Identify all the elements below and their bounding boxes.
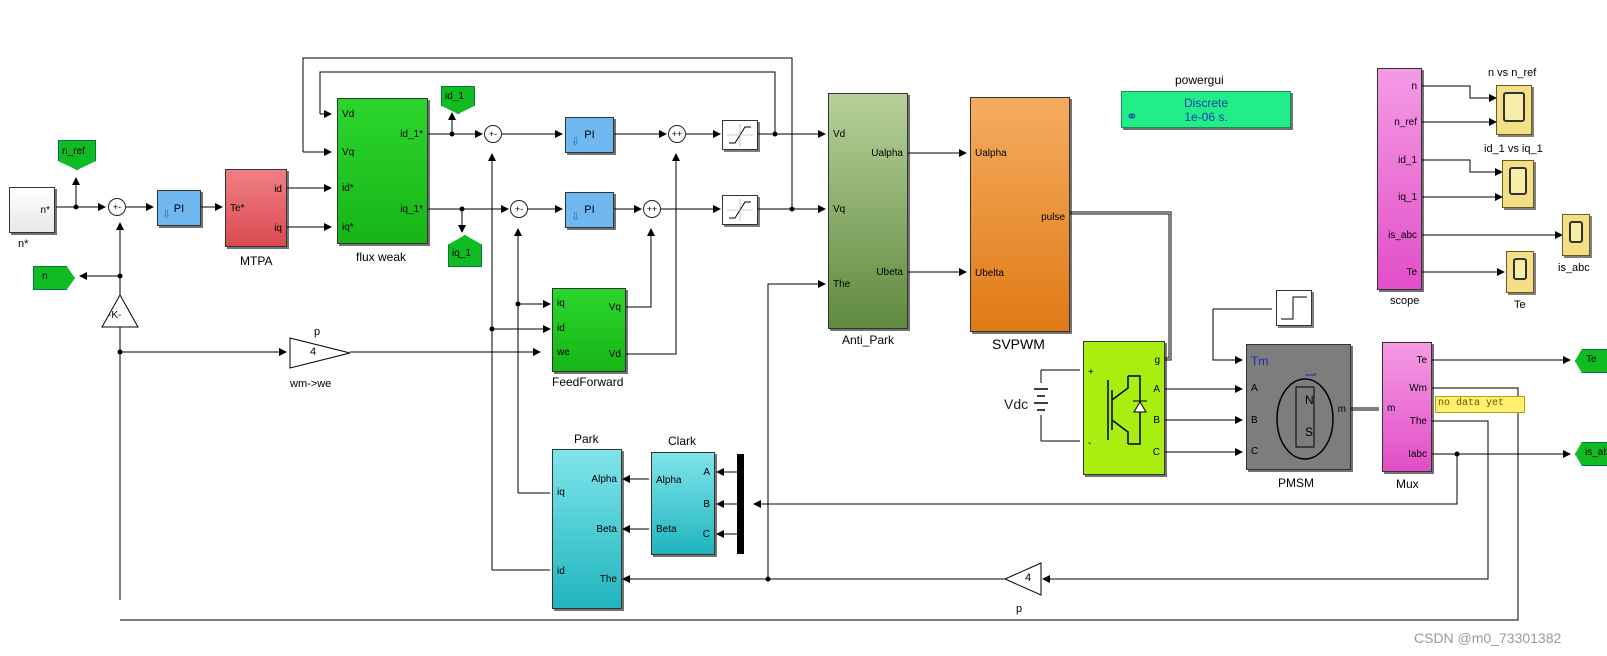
gain-k-block[interactable]: -K- <box>100 293 140 329</box>
pi-q-controller[interactable]: PI ⇩ <box>565 192 614 228</box>
inverter-block[interactable]: + - g A B C <box>1083 341 1165 475</box>
goto-tag-is-ab[interactable]: is_ab <box>1575 442 1607 466</box>
q-current-error-sum[interactable]: +- <box>510 200 528 218</box>
display-block[interactable]: no data yet <box>1435 396 1525 413</box>
step-icon <box>1281 296 1307 320</box>
constant-value: n* <box>40 205 50 216</box>
park-block[interactable]: iq id Alpha Beta The <box>552 449 622 609</box>
link-icon: ⚭ <box>1126 108 1138 124</box>
powergui-title: powergui <box>1175 73 1224 87</box>
anti-park-caption: Anti_Park <box>842 333 895 347</box>
scope-signal-block[interactable]: n n_ref id_1 iq_1 is_abc Te <box>1377 68 1422 290</box>
gain-p2-caption: p <box>1016 603 1023 615</box>
gain-p-title: p <box>314 326 321 338</box>
scope-block-caption: scope <box>1390 295 1420 307</box>
scope-title-id-iq: id_1 vs iq_1 <box>1484 143 1543 155</box>
step-torque-source[interactable] <box>1276 290 1312 326</box>
goto-tag-n[interactable]: n <box>33 266 75 290</box>
d-voltage-sum[interactable]: ++ <box>668 125 686 143</box>
gain-triangle <box>1003 562 1042 596</box>
pmsm-block[interactable]: Tm A B C m N S <box>1246 344 1351 470</box>
bus-selector-block[interactable]: m Te Wm The Iabc <box>1382 342 1432 472</box>
flux-weak-caption: flux weak <box>356 250 407 264</box>
scope-te[interactable] <box>1506 251 1534 293</box>
anti-park-block[interactable]: Vd Vq The Ualpha Ubeta <box>828 93 908 329</box>
gain-pole-pairs[interactable]: 4 <box>288 336 352 370</box>
feedforward-block[interactable]: iq id we Vq Vd <box>552 288 626 372</box>
scope-title-te: Te <box>1514 299 1526 311</box>
svpwm-block[interactable]: Ualpha Ubelta pulse <box>970 97 1070 332</box>
igbt-icon <box>1107 375 1147 445</box>
scope-title-is-abc: is_abc <box>1558 262 1590 274</box>
watermark: CSDN @m0_73301382 <box>1414 630 1562 646</box>
gain-pole-pairs-theta[interactable]: 4 <box>1003 561 1043 597</box>
pmsm-caption: PMSM <box>1278 476 1314 490</box>
motor-icon <box>1276 373 1334 460</box>
feedforward-caption: FeedForward <box>552 375 624 389</box>
q-voltage-sum[interactable]: ++ <box>643 200 661 218</box>
saturation-icon <box>727 199 753 221</box>
constant-caption: n* <box>18 238 29 250</box>
scope-is-abc[interactable] <box>1562 214 1590 256</box>
scope-title-n: n vs n_ref <box>1488 67 1537 79</box>
mux-caption: Mux <box>1396 477 1419 491</box>
speed-reference-constant[interactable]: n* <box>9 187 55 233</box>
pi-speed-controller[interactable]: PI ⇩ <box>157 190 201 226</box>
pi-d-controller[interactable]: PI ⇩ <box>565 117 614 153</box>
flux-weak-block[interactable]: Vd Vq id* iq* id_1* iq_1* <box>337 98 428 244</box>
goto-tag-te[interactable]: Te <box>1575 349 1607 373</box>
gain-k-triangle <box>101 293 139 328</box>
scope-n-vs-nref[interactable] <box>1496 85 1532 135</box>
down-arrow-icon: ⇩ <box>571 211 581 223</box>
powergui-block[interactable]: Discrete 1e-06 s. ⚭ <box>1121 91 1291 128</box>
mtpa-block[interactable]: Te* id iq <box>225 169 287 247</box>
saturation-d[interactable] <box>722 120 758 150</box>
mtpa-caption: MTPA <box>240 254 273 268</box>
saturation-q[interactable] <box>722 195 758 225</box>
gain-k-label: -K- <box>108 310 122 321</box>
gain-triangle <box>289 337 351 369</box>
down-arrow-icon: ⇩ <box>162 209 172 221</box>
scope-id-vs-iq[interactable] <box>1502 160 1534 208</box>
saturation-icon <box>727 124 753 146</box>
clark-caption: Clark <box>668 434 697 448</box>
d-current-error-sum[interactable]: +- <box>484 125 502 143</box>
speed-error-sum[interactable]: +- <box>108 198 126 216</box>
down-arrow-icon: ⇩ <box>571 136 581 148</box>
svpwm-caption: SVPWM <box>992 336 1045 352</box>
clark-block[interactable]: Alpha Beta A B C <box>651 452 715 555</box>
pi-speed-label: PI <box>173 203 185 215</box>
park-caption: Park <box>574 432 599 446</box>
vdc-label: Vdc <box>1004 396 1029 412</box>
gain-p-caption: wm->we <box>290 378 332 390</box>
